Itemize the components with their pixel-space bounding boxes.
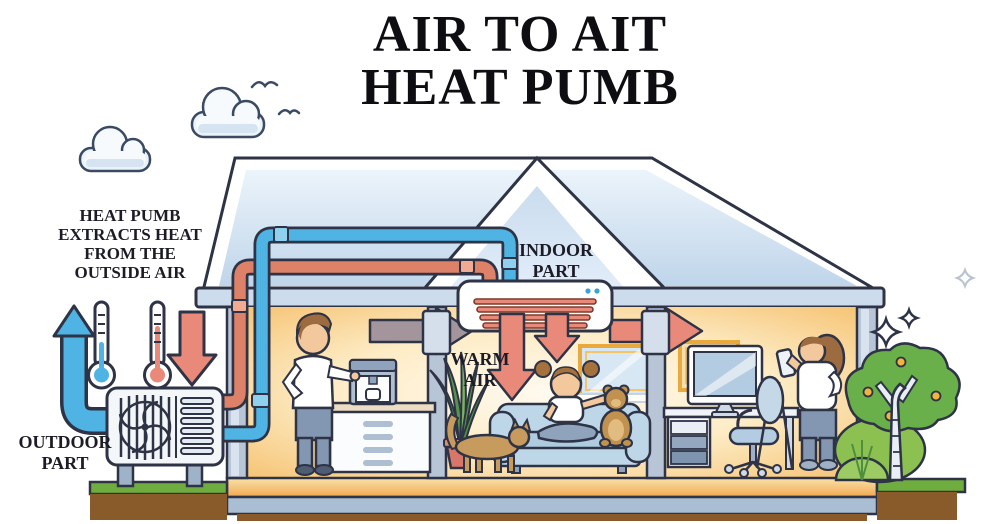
- sparkle-icon: [868, 314, 904, 350]
- foundation: [225, 495, 879, 516]
- pants: [294, 406, 334, 442]
- hair-top: [800, 336, 828, 348]
- airflow-arrows: [368, 306, 704, 356]
- pants: [798, 408, 838, 442]
- thermometer-cold-icon: [87, 300, 116, 390]
- condenser-fins: [180, 397, 214, 455]
- outdoor-side: [52, 300, 225, 488]
- man-standing: [281, 312, 361, 476]
- cold-up-arrow: [52, 304, 109, 435]
- diagram-title: AIR TO AIT HEAT PUMB: [361, 6, 679, 116]
- fruit: [862, 386, 874, 398]
- outdoor-part-label: OUTDOOR PART: [18, 432, 112, 473]
- pigtail: [534, 360, 552, 378]
- hair-front: [299, 318, 329, 340]
- torso-shirt: [291, 354, 335, 410]
- coffee-machine: [348, 358, 398, 406]
- indicator-light: [594, 288, 600, 294]
- cat-head: [507, 425, 531, 449]
- soil: [237, 514, 867, 521]
- hand: [349, 370, 361, 382]
- outdoor-unit: [105, 386, 225, 488]
- kitchen: [281, 312, 437, 476]
- legs: [536, 422, 599, 443]
- kitchen-counter: [323, 401, 437, 474]
- cat: [445, 412, 532, 473]
- wall-sleeve: [640, 309, 671, 356]
- wall-sleeve: [421, 309, 452, 356]
- living-room: [429, 351, 652, 474]
- woman-standing: [775, 333, 846, 471]
- indicator-light: [585, 288, 591, 294]
- standing-mirror: [755, 375, 794, 469]
- cat-tail: [445, 412, 461, 451]
- shoe: [295, 464, 315, 476]
- pigtail: [582, 360, 600, 378]
- fruit: [895, 356, 907, 368]
- arm: [542, 401, 559, 422]
- shoe: [314, 464, 334, 476]
- bird-icon: [250, 81, 279, 89]
- pipe-couplings: [231, 226, 518, 408]
- arm: [827, 370, 843, 398]
- warm-air-down-arrow: [533, 312, 581, 364]
- office-chair: [724, 408, 782, 478]
- cloud-icon: [78, 125, 152, 173]
- teddy-bear: [599, 384, 633, 448]
- roof: [194, 155, 886, 309]
- extract-heat-note: HEAT PUMB EXTRACTS HEAT FROM THE OUTSIDE…: [58, 206, 202, 282]
- shirt: [796, 360, 838, 412]
- bird-icon: [277, 109, 301, 116]
- warm-air-down-arrow: [486, 312, 538, 402]
- sky: [78, 81, 301, 173]
- indoor-part-label: INDOOR PART: [518, 240, 593, 281]
- house-floor: [225, 476, 879, 499]
- grille: [119, 395, 171, 460]
- office: [662, 333, 846, 478]
- grass: [88, 480, 229, 496]
- indoor-unit: [456, 279, 614, 402]
- tree-branch: [896, 374, 919, 404]
- refrigerant-pipes: [210, 226, 519, 443]
- cloud-icon: [190, 86, 266, 139]
- warm-down-arrow: [166, 310, 218, 387]
- shoe: [799, 459, 819, 471]
- arm-left: [281, 362, 304, 401]
- soil: [877, 492, 957, 520]
- soil: [90, 494, 227, 520]
- monitor: [686, 344, 764, 418]
- tree-trunk: [888, 382, 907, 482]
- fruit: [930, 390, 942, 402]
- yard: [833, 266, 977, 484]
- thermometer-warm-icon: [143, 300, 172, 390]
- sparkle-icon: [897, 306, 921, 330]
- sparkle-icon: [953, 266, 977, 290]
- shoe: [818, 459, 838, 471]
- arm-right: [326, 364, 353, 383]
- girl-on-couch: [534, 360, 609, 443]
- bangs: [551, 366, 581, 384]
- warm-air-label: WARM AIR: [450, 349, 510, 390]
